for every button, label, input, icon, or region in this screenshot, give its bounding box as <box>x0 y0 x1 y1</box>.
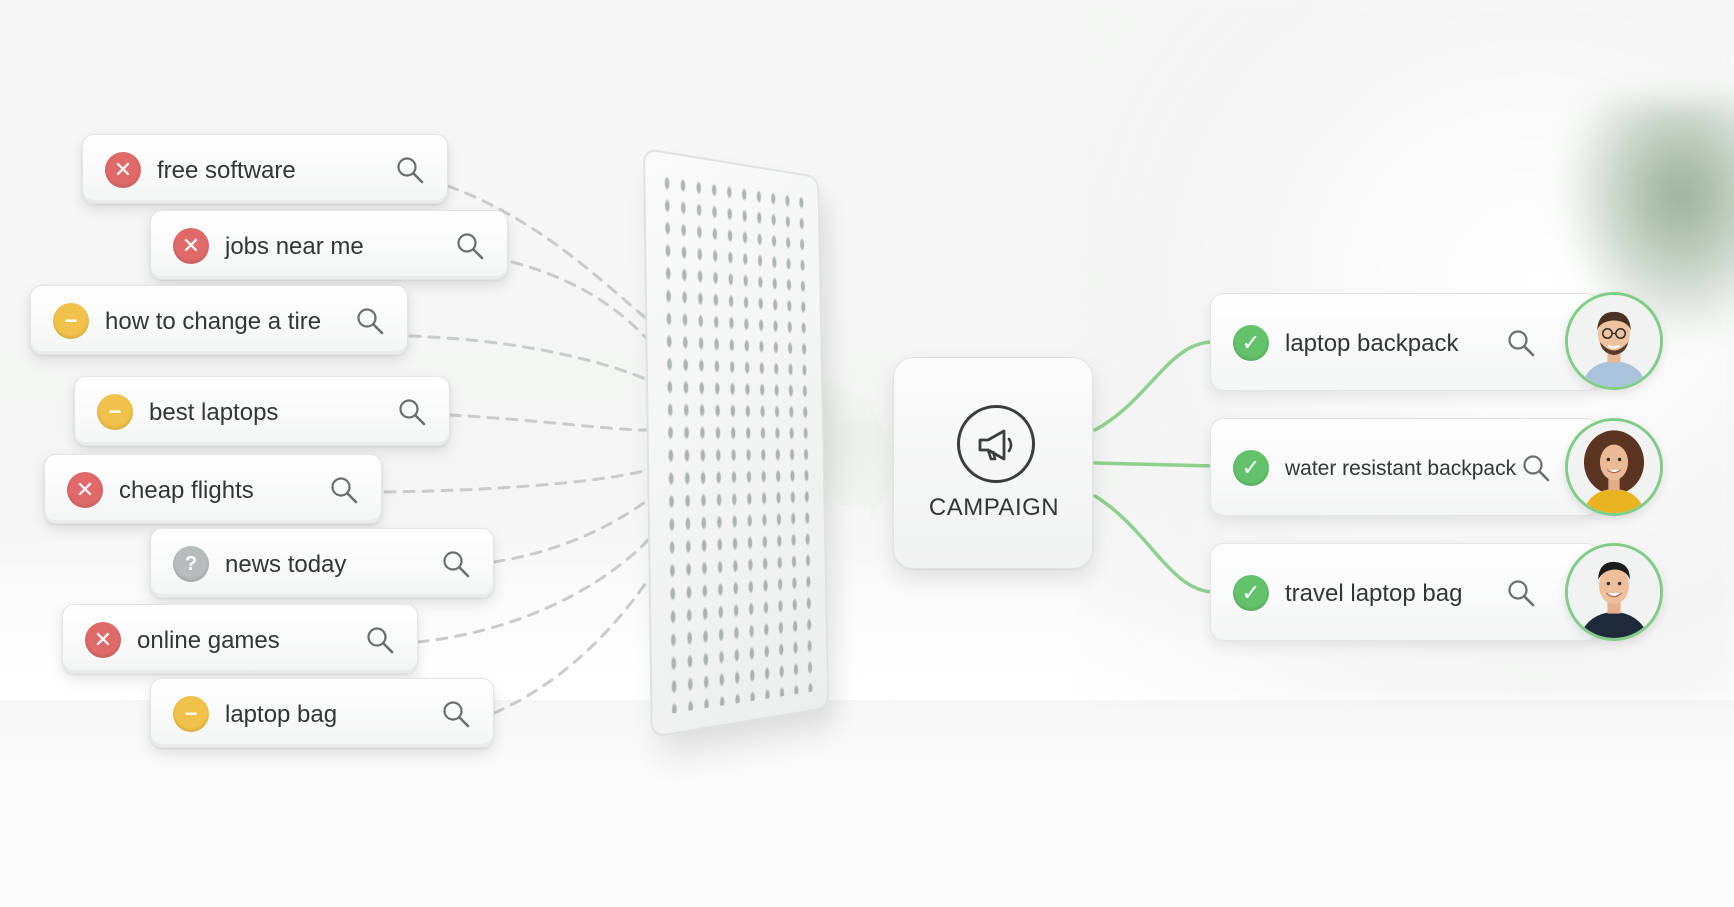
search-icon <box>331 477 358 504</box>
search-icon <box>457 233 484 260</box>
search-icon <box>443 701 470 728</box>
query-label: jobs near me <box>225 233 364 260</box>
result-label: laptop backpack <box>1285 330 1459 357</box>
query-card: − laptop bag <box>150 678 494 748</box>
megaphone-icon <box>957 405 1035 483</box>
dashed-connector <box>510 260 650 342</box>
filter-panel <box>640 147 850 740</box>
check-icon: ✓ <box>1233 575 1269 611</box>
result-card: ✓ travel laptop bag <box>1210 543 1600 641</box>
man-glasses-avatar <box>1565 292 1663 390</box>
minus-icon: − <box>97 394 133 430</box>
result-card: ✓ water resistant backpack <box>1210 418 1600 516</box>
dashed-connector <box>448 413 650 432</box>
query-label: news today <box>225 551 347 578</box>
search-icon <box>357 308 384 335</box>
query-card: − how to change a tire <box>30 285 408 355</box>
dashed-connector <box>383 468 650 494</box>
search-icon <box>367 627 394 654</box>
check-icon: ✓ <box>1233 450 1269 486</box>
campaign-box: CAMPAIGN <box>893 357 1093 569</box>
result-label: water resistant backpack <box>1285 457 1517 480</box>
query-card: ✕ jobs near me <box>150 210 508 280</box>
search-icon <box>1508 580 1535 607</box>
x-icon: ✕ <box>85 622 121 658</box>
query-label: cheap flights <box>119 477 254 504</box>
search-icon <box>397 157 424 184</box>
query-card: ✕ free software <box>82 134 448 204</box>
dashed-connector <box>492 498 650 564</box>
search-icon <box>399 399 426 426</box>
query-label: free software <box>157 157 296 184</box>
query-card: ✕ cheap flights <box>44 454 382 524</box>
search-icon <box>443 551 470 578</box>
x-icon: ✕ <box>173 228 209 264</box>
x-icon: ✕ <box>105 152 141 188</box>
query-card: ✕ online games <box>62 604 418 674</box>
query-label: laptop bag <box>225 701 338 728</box>
query-label: how to change a tire <box>105 308 322 335</box>
result-card: ✓ laptop backpack <box>1210 293 1600 391</box>
search-icon <box>1523 455 1550 482</box>
man-smiling-avatar <box>1565 543 1663 641</box>
woman-curly-avatar <box>1565 418 1663 516</box>
result-label: travel laptop bag <box>1285 580 1463 607</box>
query-label: online games <box>137 627 280 654</box>
dashed-connector <box>492 578 650 715</box>
search-icon <box>1508 330 1535 357</box>
query-label: best laptops <box>149 399 279 426</box>
dashed-connector <box>408 334 650 382</box>
check-icon: ✓ <box>1233 325 1269 361</box>
x-icon: ✕ <box>67 472 103 508</box>
minus-icon: − <box>53 303 89 339</box>
filter-holes <box>658 170 816 715</box>
minus-icon: − <box>173 696 209 732</box>
filter-mesh-icon <box>642 147 830 739</box>
campaign-label: CAMPAIGN <box>928 494 1060 521</box>
query-card: − best laptops <box>74 376 450 446</box>
question-icon: ? <box>173 546 209 582</box>
query-card: ? news today <box>150 528 494 598</box>
